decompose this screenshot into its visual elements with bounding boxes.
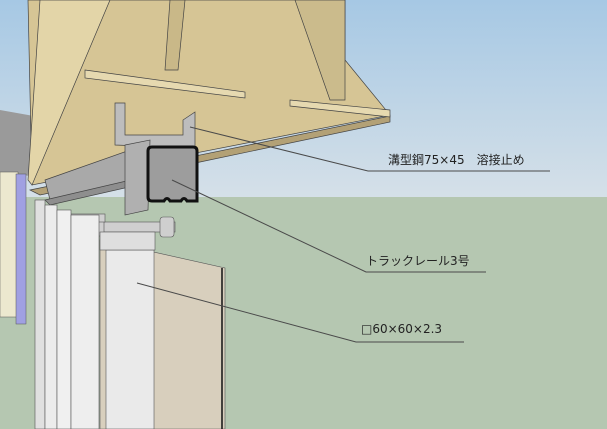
label-track-rail: トラックレール3号 [366,254,470,268]
partition-panels [34,199,226,429]
leader-channel-steel [189,126,550,172]
leader-track-rail [171,179,486,273]
track-rail [146,145,199,203]
leader-square-pipe [136,282,464,343]
label-channel-steel: 溝型鋼75×45 溶接止め [388,153,525,167]
leader-lines [136,126,550,343]
label-square-pipe: □60×60×2.3 [361,322,443,336]
